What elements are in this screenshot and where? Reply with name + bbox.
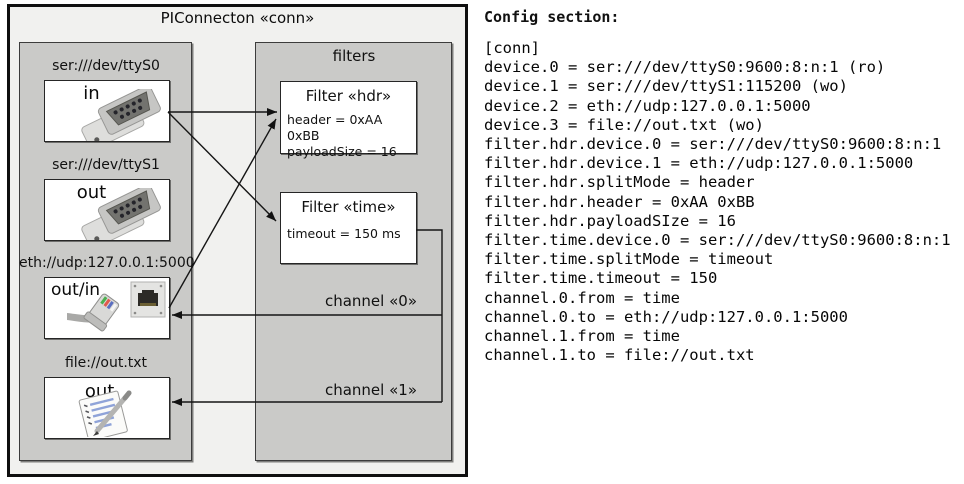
notepad-icon xyxy=(78,390,132,437)
config-line: [conn] xyxy=(484,39,540,57)
device-box-file: out xyxy=(44,377,170,439)
device-direction: in xyxy=(83,83,100,104)
channel-0-label: channel «0» xyxy=(324,292,417,310)
device-label-ttys0: ser:///dev/ttyS0 xyxy=(52,58,160,74)
config-line: channel.1.from = time xyxy=(484,327,680,346)
config-line: filter.time.timeout = 150 xyxy=(484,269,718,288)
filter-time-title: Filter «time» xyxy=(301,198,396,216)
config-line: filter.hdr.header = 0xAA 0xBB xyxy=(484,192,755,211)
device-box-eth: out/in xyxy=(44,277,170,339)
config-line: device.1 = ser:///dev/ttyS1:115200 (wo) xyxy=(484,77,848,96)
device-direction: out/in xyxy=(51,280,101,300)
filter-time-params: timeout = 150 ms xyxy=(287,226,401,242)
filters-panel-title: filters xyxy=(332,47,376,65)
channel-1-label: channel «1» xyxy=(324,381,417,399)
serial-connector-icon xyxy=(81,89,161,141)
diagram-title: PIConnecton «conn» xyxy=(160,9,315,27)
filter-hdr-params: header = 0xAA 0xBB payloadSize = 16 xyxy=(287,112,416,160)
ethernet-wall-jack-icon xyxy=(130,281,166,318)
filter-param: payloadSize = 16 xyxy=(287,144,397,159)
device-label-eth: eth://udp:127.0.0.1:5000 xyxy=(19,255,195,271)
config-line: device.2 = eth://udp:127.0.0.1:5000 xyxy=(484,96,811,115)
config-line: filter.time.device.0 = ser:///dev/ttyS0:… xyxy=(484,231,951,250)
config-line: device.3 = file://out.txt (wo) xyxy=(484,115,764,134)
filter-param: header = 0xAA 0xBB xyxy=(287,112,383,143)
ethernet-plug-icon xyxy=(67,293,120,332)
filter-hdr-title: Filter «hdr» xyxy=(305,87,392,105)
config-line: filter.hdr.device.1 = eth://udp:127.0.0.… xyxy=(484,154,914,173)
filter-time-box: Filter «time» timeout = 150 ms xyxy=(280,192,417,264)
config-line: filter.hdr.splitMode = header xyxy=(484,173,755,192)
config-line: channel.1.to = file://out.txt xyxy=(484,346,755,365)
device-box-ttys1: out xyxy=(44,179,170,241)
device-label-file: file://out.txt xyxy=(64,355,148,371)
config-line: device.0 = ser:///dev/ttyS0:9600:8:n:1 (… xyxy=(484,58,886,77)
device-box-ttys0: in xyxy=(44,80,170,142)
device-direction: out xyxy=(76,182,107,203)
config-line: filter.time.splitMode = timeout xyxy=(484,250,774,269)
filter-hdr-box: Filter «hdr» header = 0xAA 0xBB payloadS… xyxy=(280,81,417,159)
config-text: [conn]device.0 = ser:///dev/ttyS0:9600:8… xyxy=(484,39,951,365)
config-line: channel.0.from = time xyxy=(484,288,680,307)
device-label-ttys1: ser:///dev/ttyS1 xyxy=(52,157,160,173)
filter-param: timeout = 150 ms xyxy=(287,226,401,241)
config-line: filter.hdr.device.0 = ser:///dev/ttyS0:9… xyxy=(484,135,942,154)
config-line: filter.hdr.payloadSIze = 16 xyxy=(484,211,736,230)
config-section-title: Config section: xyxy=(484,8,620,26)
serial-connector-icon xyxy=(81,188,161,240)
config-line: channel.0.to = eth://udp:127.0.0.1:5000 xyxy=(484,307,848,326)
